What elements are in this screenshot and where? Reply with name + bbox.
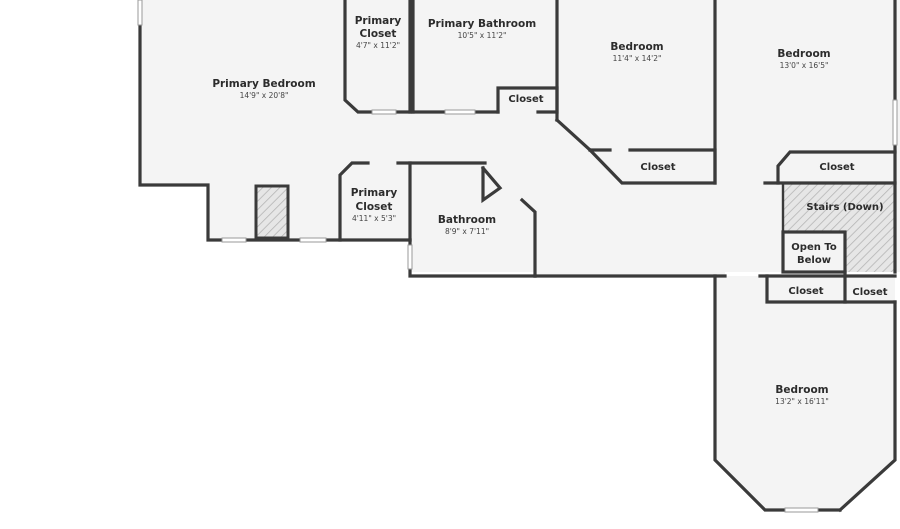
stairs-label: Stairs (Down) — [806, 202, 883, 213]
primary-bathroom-dim: 10'5" x 11'2" — [458, 31, 507, 40]
open-to-below-label-1: Open To — [791, 242, 837, 253]
primary-bedroom-dim: 14'9" x 20'8" — [240, 91, 289, 100]
bedroom-1-dim: 11'4" x 14'2" — [613, 54, 662, 63]
bedroom-1-closet-label: Closet — [640, 162, 675, 173]
stairs-hatch — [783, 183, 895, 272]
primary-closet-2-dim: 4'11" x 5'3" — [352, 214, 396, 223]
hall-closet-label: Closet — [508, 94, 543, 105]
primary-bathroom-label: Primary Bathroom — [428, 18, 536, 30]
open-to-below-label-2: Below — [797, 255, 831, 266]
bedroom-3-closet-b-label: Closet — [852, 287, 887, 298]
primary-closet-1-dim: 4'7" x 11'2" — [356, 41, 400, 50]
primary-closet-2-label-2: Closet — [356, 201, 393, 213]
room-labels: Primary Bedroom 14'9" x 20'8" Primary Cl… — [212, 15, 887, 406]
bedroom-3-dim: 13'2" x 16'11" — [775, 397, 829, 406]
bedroom-3-label: Bedroom — [775, 384, 828, 396]
chimney-hatch — [254, 184, 290, 240]
bedroom-2-dim: 13'0" x 16'5" — [780, 61, 829, 70]
primary-closet-1-label-2: Closet — [360, 28, 397, 40]
bedroom-2-closet-label: Closet — [819, 162, 854, 173]
primary-closet-2-label-1: Primary — [351, 187, 398, 199]
windows — [137, 0, 898, 513]
bathroom-dim: 8'9" x 7'11" — [445, 227, 489, 236]
bedroom-3-closet-a-label: Closet — [788, 286, 823, 297]
walls — [138, 0, 897, 513]
floor-areas — [140, 0, 900, 510]
bedroom-2-label: Bedroom — [777, 48, 830, 60]
primary-closet-1-label-1: Primary — [355, 15, 402, 27]
primary-bedroom-label: Primary Bedroom — [212, 78, 315, 90]
bathroom-label: Bathroom — [438, 214, 496, 226]
bedroom-1-label: Bedroom — [610, 41, 663, 53]
